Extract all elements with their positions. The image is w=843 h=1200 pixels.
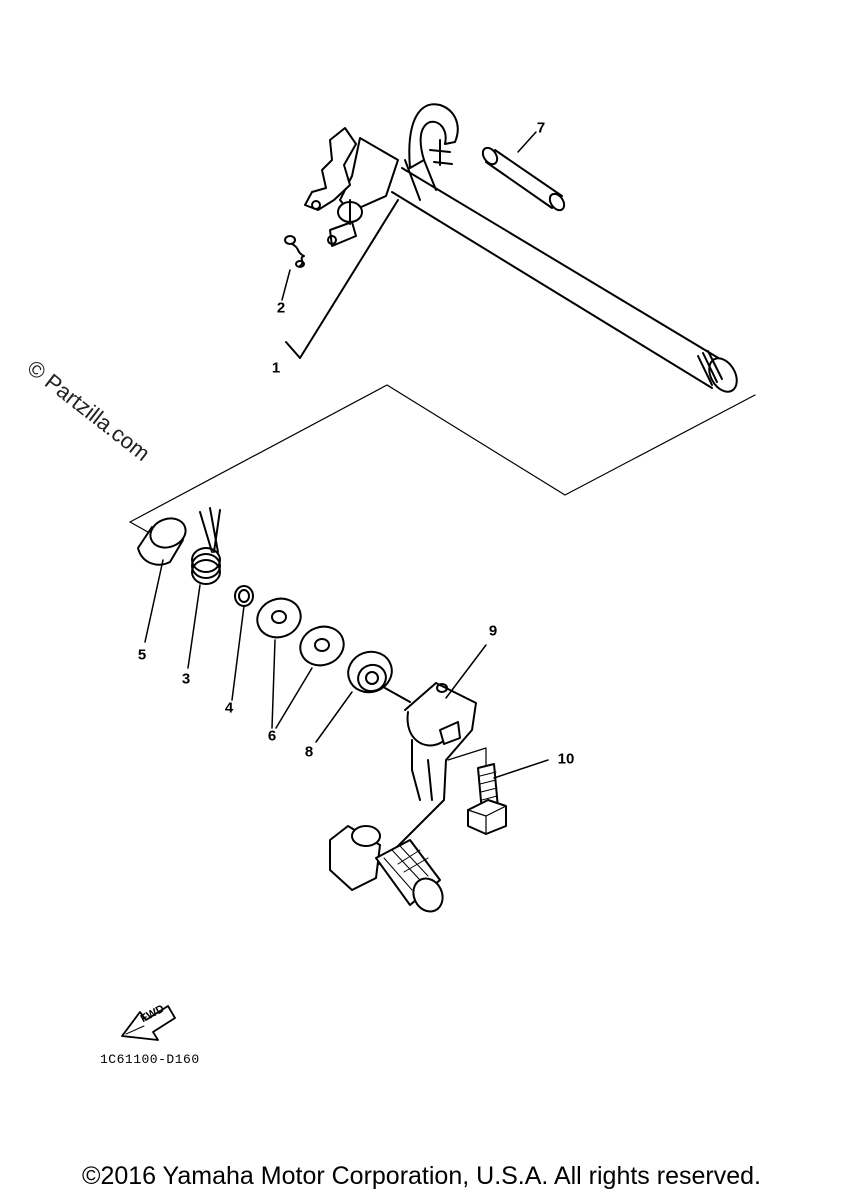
- washers: [256, 597, 345, 729]
- callout-9: 9: [488, 622, 498, 640]
- shift-spring: [281, 235, 305, 301]
- copyright-notice: ©2016 Yamaha Motor Corporation, U.S.A. A…: [82, 1162, 761, 1190]
- callout-1: 1: [271, 359, 281, 377]
- callout-2: 2: [276, 299, 286, 317]
- callout-8: 8: [304, 743, 314, 761]
- assembly-outline: [129, 384, 756, 533]
- shift-pedal: [329, 644, 487, 913]
- callout-5: 5: [137, 646, 147, 664]
- callout-7: 7: [536, 119, 546, 137]
- shift-shaft: [285, 103, 738, 393]
- collar: [137, 517, 187, 643]
- bush: [315, 650, 411, 743]
- callout-6: 6: [267, 727, 277, 745]
- diagram-code: 1C61100-D160: [100, 1052, 200, 1067]
- callout-10: 10: [557, 750, 575, 768]
- callout-4: 4: [224, 699, 234, 717]
- circlip: [231, 585, 254, 701]
- bolt: [447, 747, 549, 835]
- pin: [481, 131, 566, 212]
- torsion-spring: [187, 507, 221, 669]
- fwd-arrow-icon: [121, 1005, 176, 1041]
- callout-3: 3: [181, 670, 191, 688]
